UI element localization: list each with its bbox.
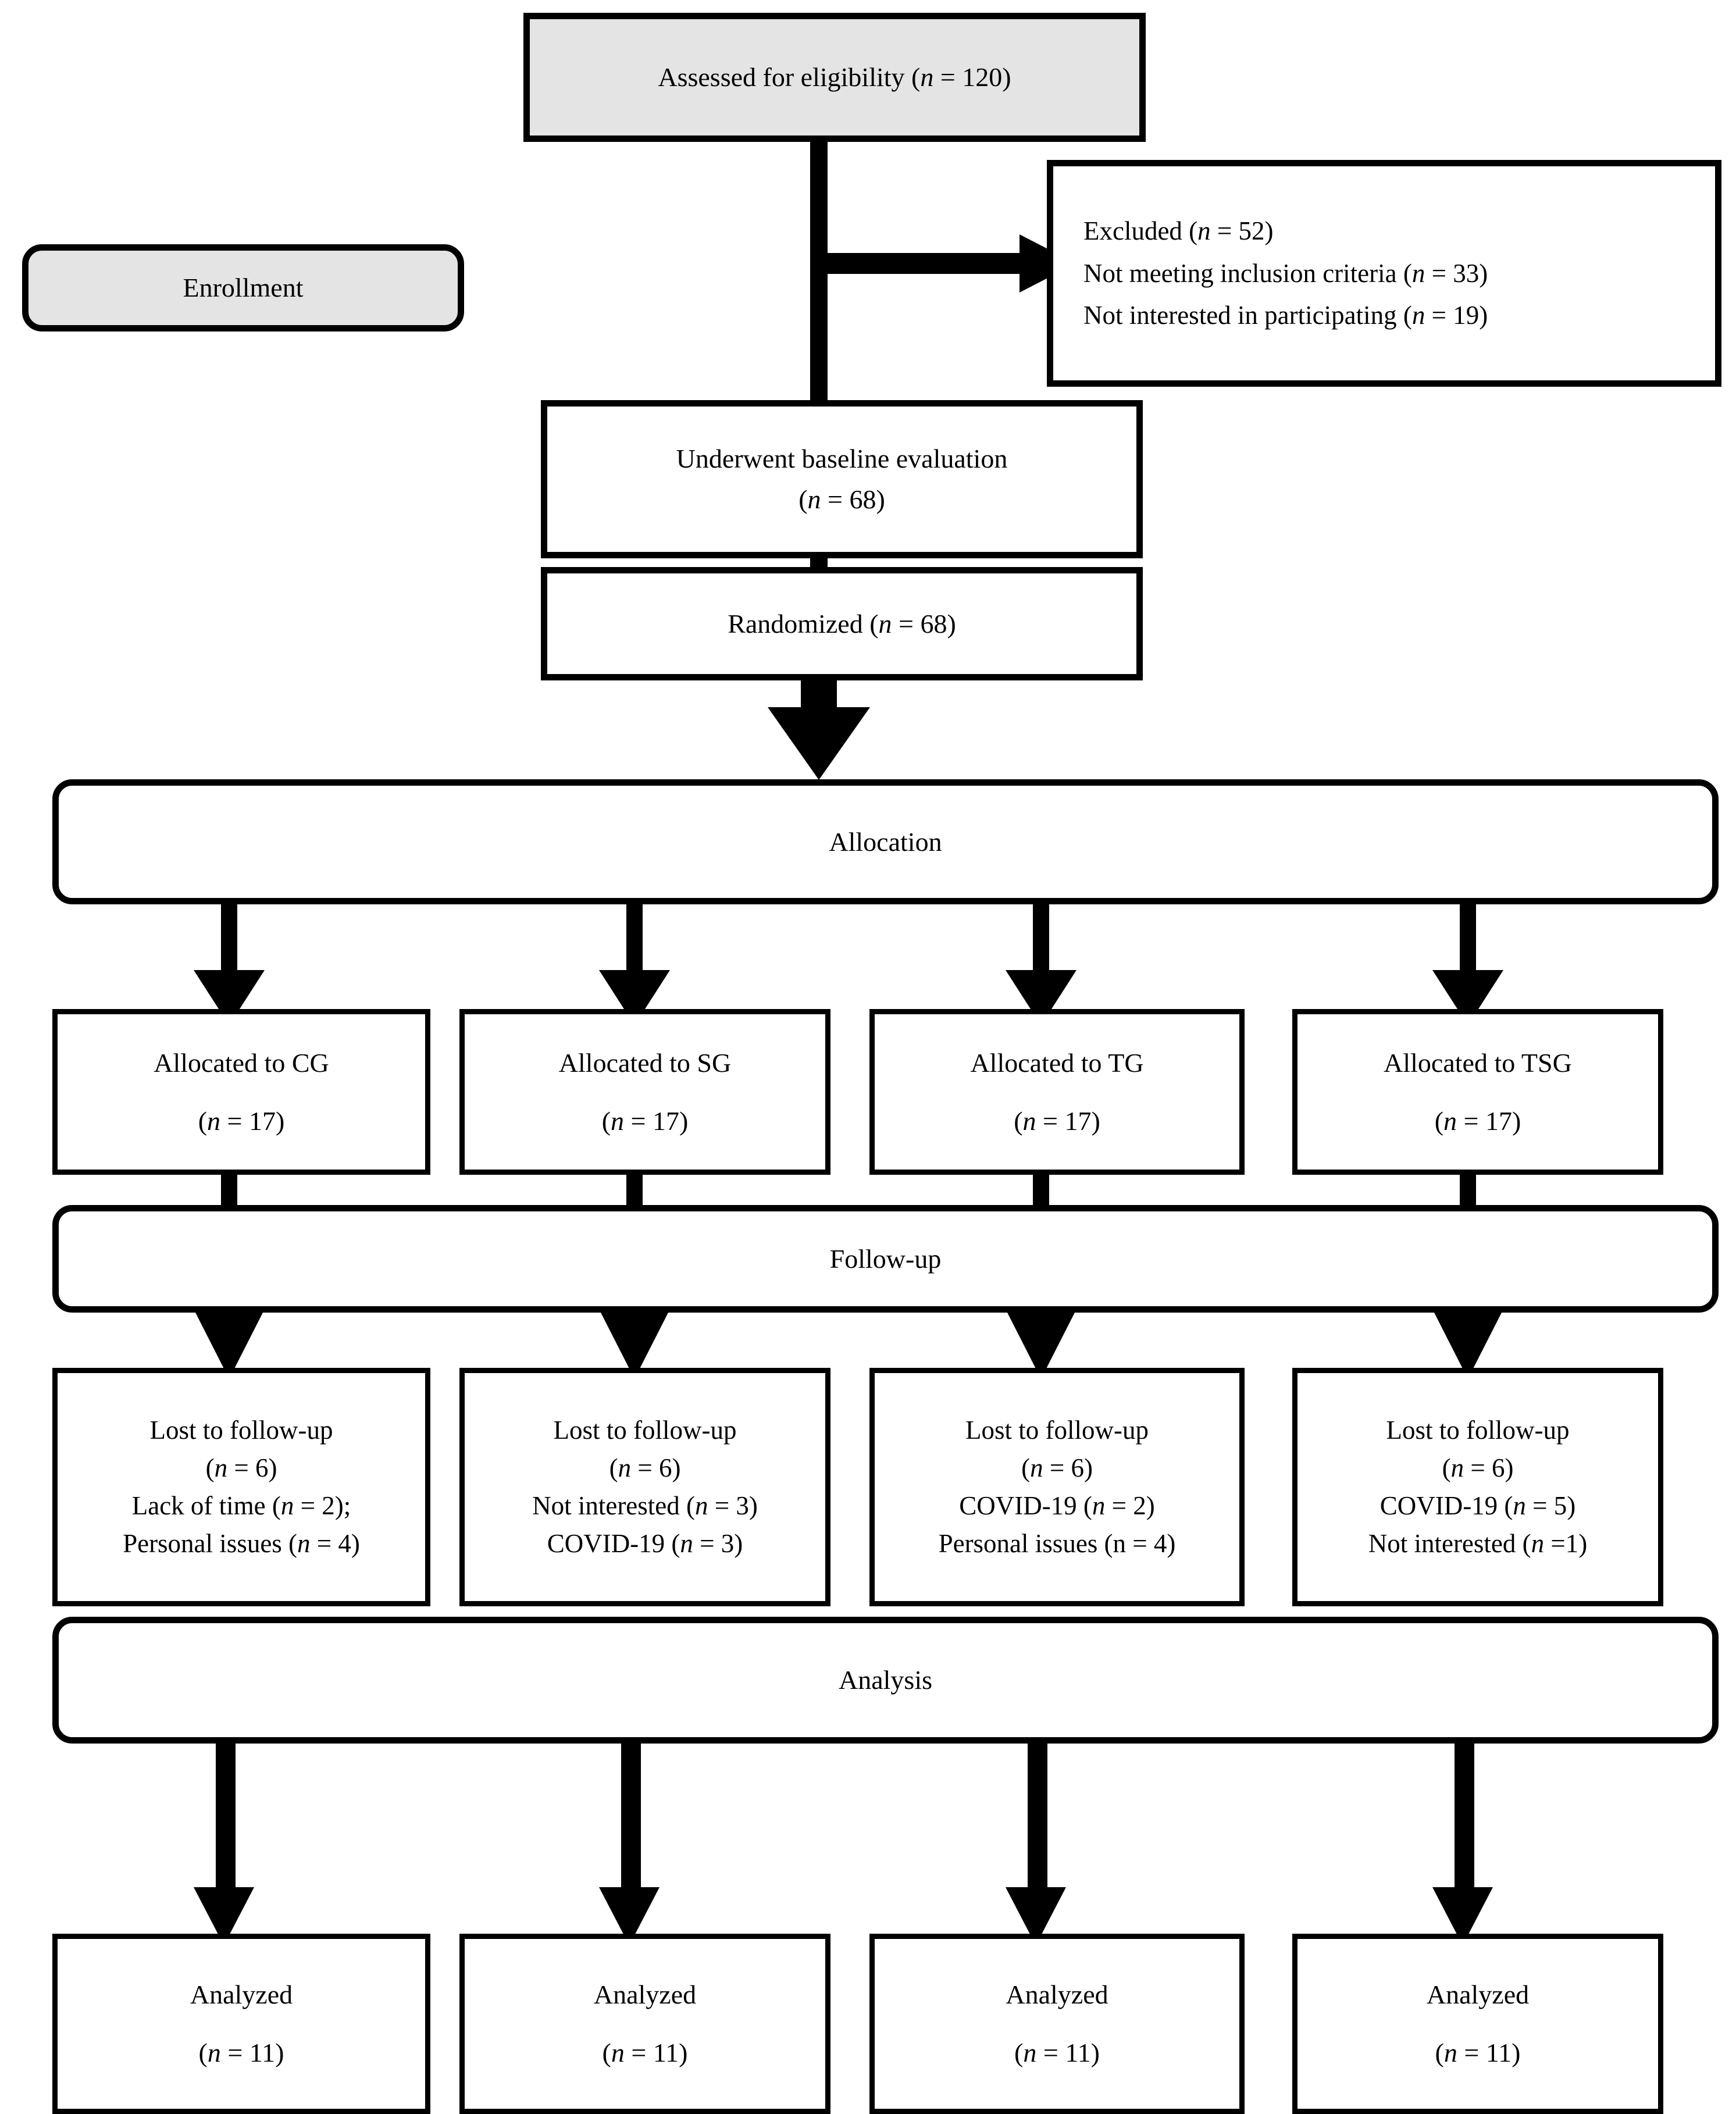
- lost-sg-line-3: Not interested (n = 3): [532, 1491, 758, 1520]
- excluded-line-3: Not interested in participating (n = 19): [1083, 301, 1488, 330]
- lost-tsg-line-1: Lost to follow-up: [1386, 1415, 1570, 1445]
- allocated-box-cg: Allocated to CG (n = 17): [52, 1009, 430, 1175]
- lost-to-followup-box-tg: Lost to follow-up (n = 6) COVID-19 (n = …: [869, 1368, 1245, 1606]
- analyzed-tsg-line-1: Analyzed: [1426, 1980, 1530, 2010]
- analyzed-tg-line-2: (n = 11): [1014, 2038, 1100, 2067]
- baseline-evaluation-box: Underwent baseline evaluation (n = 68): [541, 400, 1143, 558]
- lost-cg-line-1: Lost to follow-up: [149, 1415, 333, 1445]
- connector-alloc-to-followup-4: [1460, 1174, 1476, 1209]
- analysis-label-text: Analysis: [839, 1665, 932, 1695]
- excluded-box: Excluded (n = 52) Not meeting inclusion …: [1047, 160, 1721, 387]
- connector-alloc-to-followup-3: [1033, 1174, 1049, 1209]
- connector-followup-arrowhead-1: [194, 1309, 265, 1379]
- lost-tsg-line-2: (n = 6): [1442, 1453, 1514, 1482]
- lost-sg-line-4: COVID-19 (n = 3): [547, 1529, 743, 1559]
- connector-followup-arrowhead-4: [1432, 1309, 1503, 1379]
- analyzed-cg-line-1: Analyzed: [190, 1980, 293, 2010]
- lost-tg-line-1: Lost to follow-up: [965, 1415, 1149, 1445]
- allocated-cg-line-1: Allocated to CG: [154, 1047, 329, 1078]
- lost-to-followup-box-sg: Lost to follow-up (n = 6) Not interested…: [459, 1368, 830, 1606]
- allocated-box-sg: Allocated to SG (n = 17): [459, 1009, 830, 1175]
- connector-analysis-shaft-4: [1455, 1742, 1474, 1890]
- connector-followup-arrowhead-2: [599, 1309, 670, 1379]
- lost-sg-line-1: Lost to follow-up: [553, 1415, 737, 1445]
- allocated-tsg-line-2: (n = 17): [1434, 1106, 1521, 1136]
- lost-cg-line-4: Personal issues (n = 4): [123, 1529, 360, 1559]
- randomized-line-1: Randomized (n = 68): [728, 608, 956, 639]
- analyzed-tsg-line-2: (n = 11): [1435, 2038, 1521, 2067]
- analyzed-sg-line-1: Analyzed: [593, 1980, 697, 2010]
- analyzed-sg-line-2: (n = 11): [602, 2038, 688, 2067]
- analyzed-box-sg: Analyzed (n = 11): [459, 1934, 830, 2114]
- allocated-box-tg: Allocated to TG (n = 17): [869, 1009, 1245, 1175]
- connector-alloc-shaft-1: [221, 903, 237, 974]
- connector-alloc-shaft-2: [626, 903, 643, 974]
- connector-randomized-arrowhead: [768, 707, 870, 780]
- lost-tg-line-3: COVID-19 (n = 2): [959, 1491, 1155, 1520]
- lost-tsg-line-4: Not interested (n =1): [1368, 1529, 1588, 1559]
- lost-tg-line-4: Personal issues (n = 4): [938, 1529, 1176, 1559]
- lost-sg-line-2: (n = 6): [609, 1453, 681, 1482]
- connector-randomized-shaft: [801, 680, 837, 710]
- assessed-line-1: Assessed for eligibility (n = 120): [658, 62, 1011, 92]
- allocated-box-tsg: Allocated to TSG (n = 17): [1292, 1009, 1663, 1175]
- allocated-sg-line-1: Allocated to SG: [558, 1047, 732, 1078]
- enrollment-label-text: Enrollment: [183, 273, 304, 303]
- baseline-line-1: Underwent baseline evaluation: [676, 444, 1008, 474]
- allocated-tg-line-2: (n = 17): [1014, 1106, 1100, 1136]
- followup-label-text: Follow-up: [829, 1243, 942, 1274]
- analyzed-tg-line-1: Analyzed: [1006, 1980, 1108, 2010]
- analyzed-box-cg: Analyzed (n = 11): [52, 1934, 430, 2114]
- connector-alloc-shaft-4: [1460, 903, 1476, 974]
- analyzed-box-tsg: Analyzed (n = 11): [1292, 1934, 1663, 2114]
- randomized-box: Randomized (n = 68): [541, 567, 1143, 680]
- allocated-cg-line-2: (n = 17): [198, 1106, 285, 1136]
- connector-alloc-to-followup-2: [626, 1174, 643, 1209]
- connector-analysis-shaft-2: [621, 1742, 641, 1890]
- connector-alloc-shaft-3: [1033, 903, 1049, 974]
- stage-banner-analysis: Analysis: [52, 1617, 1719, 1744]
- assessed-for-eligibility-box: Assessed for eligibility (n = 120): [523, 13, 1146, 142]
- analyzed-box-tg: Analyzed (n = 11): [869, 1934, 1245, 2114]
- lost-cg-line-2: (n = 6): [205, 1453, 277, 1482]
- allocation-label-text: Allocation: [829, 826, 942, 857]
- excluded-line-2: Not meeting inclusion criteria (n = 33): [1083, 258, 1488, 288]
- connector-followup-arrowhead-3: [1006, 1309, 1076, 1379]
- connector-analysis-shaft-1: [216, 1742, 236, 1890]
- lost-cg-line-3: Lack of time (n = 2);: [131, 1491, 351, 1520]
- connector-analysis-shaft-3: [1028, 1742, 1047, 1890]
- stage-label-enrollment: Enrollment: [22, 244, 464, 331]
- analyzed-cg-line-2: (n = 11): [198, 2038, 284, 2067]
- allocated-tsg-line-1: Allocated to TSG: [1384, 1047, 1572, 1078]
- baseline-line-2: (n = 68): [799, 484, 885, 514]
- stage-banner-followup: Follow-up: [52, 1205, 1719, 1313]
- connector-alloc-to-followup-1: [221, 1174, 237, 1209]
- lost-tsg-line-3: COVID-19 (n = 5): [1379, 1491, 1576, 1520]
- connector-excluded-shaft: [810, 253, 1020, 274]
- lost-tg-line-2: (n = 6): [1021, 1453, 1093, 1482]
- lost-to-followup-box-tsg: Lost to follow-up (n = 6) COVID-19 (n = …: [1292, 1368, 1663, 1606]
- stage-banner-allocation: Allocation: [52, 779, 1719, 904]
- lost-to-followup-box-cg: Lost to follow-up (n = 6) Lack of time (…: [52, 1368, 430, 1606]
- allocated-tg-line-1: Allocated to TG: [970, 1047, 1144, 1078]
- allocated-sg-line-2: (n = 17): [601, 1106, 689, 1136]
- excluded-line-1: Excluded (n = 52): [1083, 216, 1274, 245]
